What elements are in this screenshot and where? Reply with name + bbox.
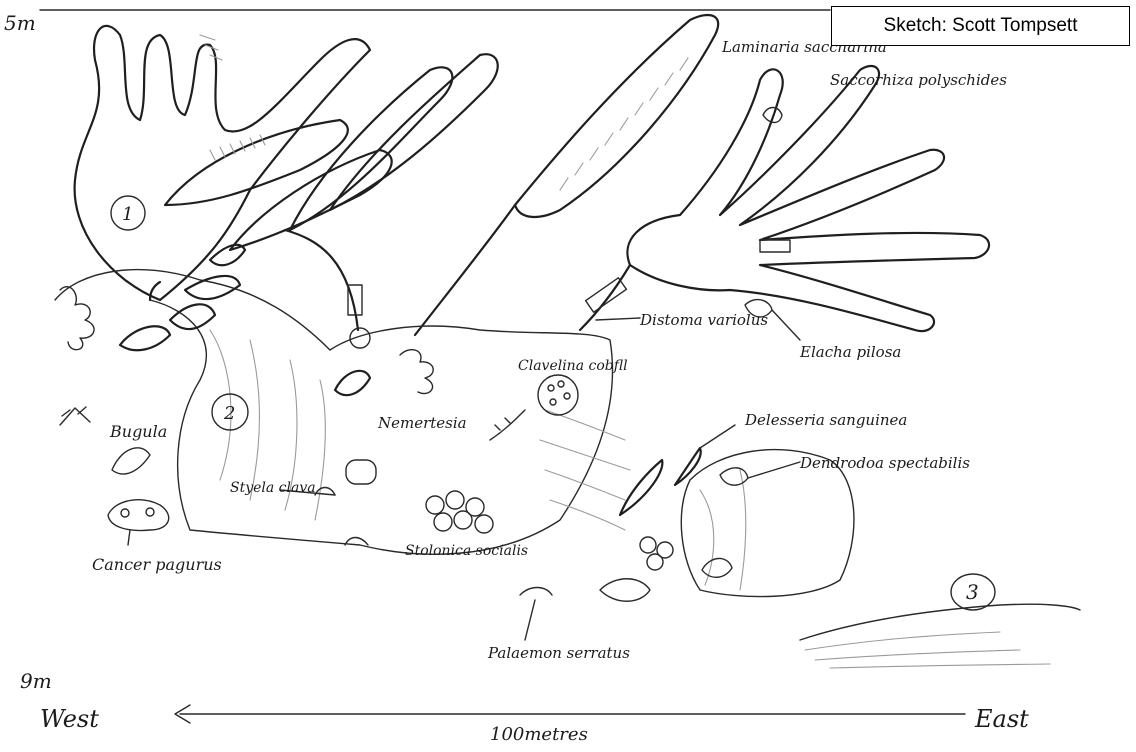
fish-cluster bbox=[640, 537, 673, 570]
crustacean-right bbox=[600, 579, 650, 602]
delesseria-label: Delesseria sanguinea bbox=[744, 411, 907, 429]
seaweed-tuft-left bbox=[60, 287, 94, 350]
sponge-blob bbox=[346, 460, 376, 484]
label-leader-lines bbox=[128, 310, 800, 640]
leaf-frond-1 bbox=[170, 304, 215, 329]
nemertesia-label: Nemertesia bbox=[377, 414, 467, 432]
cancer-label: Cancer pagurus bbox=[92, 555, 222, 574]
bugula-label: Bugula bbox=[109, 422, 167, 441]
small-fish bbox=[702, 558, 732, 577]
delesseria-frond-2 bbox=[675, 448, 701, 485]
bugula-tuft bbox=[112, 448, 150, 474]
cancer-crab bbox=[108, 500, 169, 531]
kelp-plant-left bbox=[75, 26, 498, 300]
palaemon-label: Palaemon serratus bbox=[487, 644, 630, 662]
palaemon-shrimp bbox=[520, 588, 552, 596]
zone-1-number: 1 bbox=[122, 204, 133, 225]
zone-three-shore bbox=[800, 604, 1080, 668]
distoma-label: Distoma variolus bbox=[639, 311, 768, 329]
dendrodoa-label: Dendrodoa spectabilis bbox=[799, 454, 970, 472]
west-label: West bbox=[40, 705, 99, 733]
seaweed-tuft-mid bbox=[400, 350, 433, 394]
zone-2-number: 2 bbox=[223, 403, 235, 424]
clavelina-cluster bbox=[538, 375, 578, 415]
stolonica-colony bbox=[426, 491, 493, 533]
leaf-frond-4 bbox=[120, 326, 170, 350]
sketch-credit-box: Sketch: Scott Tompsett bbox=[831, 6, 1130, 46]
orientation-arrow bbox=[175, 705, 965, 723]
kelp-stalk bbox=[285, 230, 358, 330]
hydroid-left bbox=[60, 407, 90, 425]
depth-bottom-label: 9m bbox=[20, 669, 52, 693]
depth-top-label: 5m bbox=[4, 11, 36, 35]
dendrodoa-cluster bbox=[720, 468, 748, 485]
stolonica-label: Stolonica socialis bbox=[405, 543, 528, 559]
clavelina-label: Clavelina cobfll bbox=[518, 358, 628, 374]
kelp-plant-laminaria bbox=[415, 15, 718, 335]
east-label: East bbox=[974, 705, 1029, 733]
saccorhiza-label: Saccorhiza polyschides bbox=[830, 71, 1007, 89]
zone-3-number: 3 bbox=[966, 580, 979, 604]
distance-label: 100metres bbox=[490, 724, 588, 745]
styela-label: Styela clava bbox=[230, 480, 316, 496]
leaf-frond-5 bbox=[335, 371, 370, 395]
nemertesia-hydroid bbox=[490, 410, 525, 440]
elachista-label: Elacha pilosa bbox=[799, 343, 901, 361]
